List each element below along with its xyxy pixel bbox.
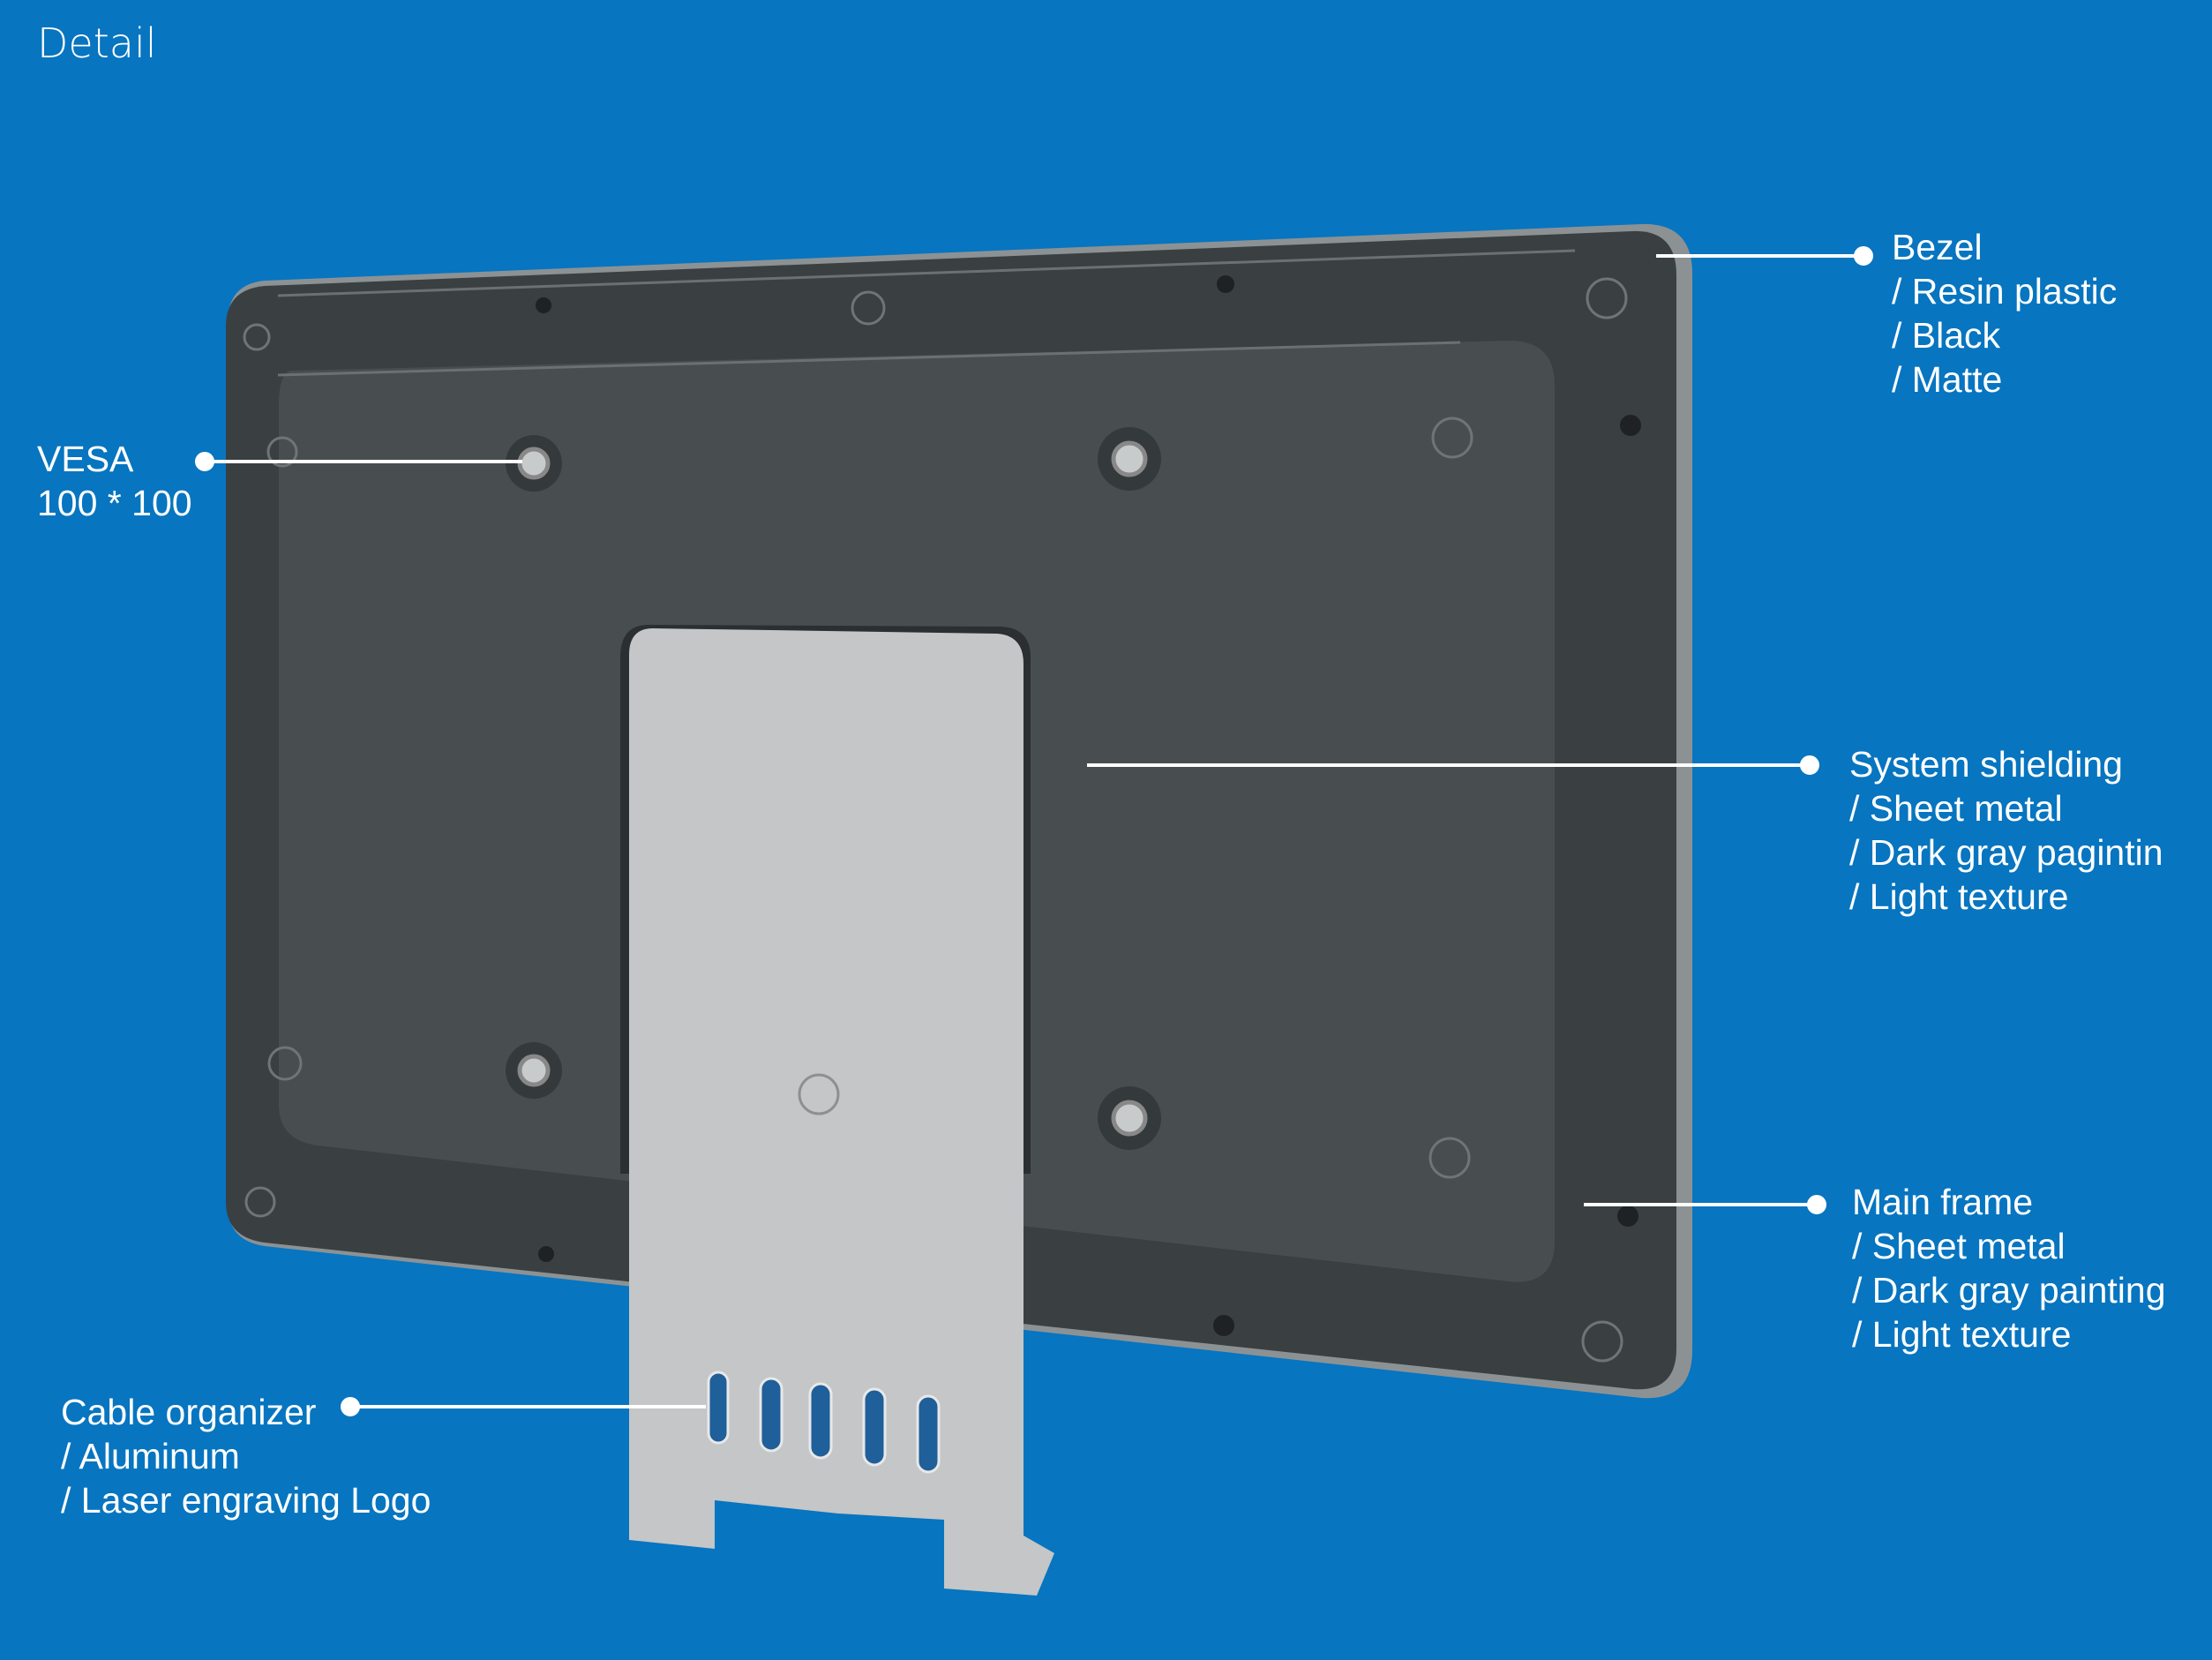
callout-line: / Matte: [1892, 359, 2003, 400]
callout-line: / Dark gray painting: [1852, 1270, 2166, 1311]
callout-text: intin: [2096, 832, 2163, 873]
callout-line: / Black: [1892, 315, 2001, 356]
vesa-mount-holes: [506, 427, 1161, 1150]
screw-icons: [243, 277, 1628, 1363]
callout-line: / Sheet metal: [1849, 788, 2063, 829]
callout-line: / Sheet metal: [1852, 1226, 2066, 1266]
cable-slots: [707, 1371, 941, 1474]
frame-edge-line: [277, 249, 1576, 297]
callout-line: 100 * 100: [37, 483, 192, 523]
callout-line: Main frame: [1852, 1182, 2034, 1222]
callout-text: / Dark gray pa: [1849, 832, 2077, 873]
callout-line: / Light texture: [1849, 876, 2069, 917]
callout-cable-organizer: Cable organizer / Aluminum / Laser engra…: [61, 1390, 431, 1522]
callout-line: VESA: [37, 439, 134, 479]
stray-glyph: g: [2076, 832, 2097, 873]
callout-line: / Laser engraving Logo: [61, 1480, 431, 1521]
callout-line: / Aluminum: [61, 1436, 240, 1476]
stand-logo-mark: [798, 1073, 840, 1115]
callout-line: Cable organizer: [61, 1392, 317, 1432]
callout-vesa: VESA 100 * 100: [37, 437, 192, 525]
callout-line: Bezel: [1892, 227, 1983, 267]
callout-bezel: Bezel / Resin plastic / Black / Matte: [1892, 225, 2117, 402]
callout-main-frame: Main frame / Sheet metal / Dark gray pai…: [1852, 1180, 2166, 1356]
callout-line: System shielding: [1849, 744, 2123, 785]
callout-line: / Dark gray pagintin: [1849, 830, 2163, 875]
cable-organizer-stand: [629, 628, 1054, 1596]
page-title: Detail: [37, 19, 157, 67]
callout-system-shielding: System shielding / Sheet metal / Dark gr…: [1849, 742, 2163, 919]
callout-line: / Resin plastic: [1892, 271, 2118, 312]
callout-leaders: [195, 246, 1873, 1416]
plate-edge-line: [277, 341, 1461, 377]
callout-line: / Light texture: [1852, 1314, 2072, 1355]
frame-holes: [536, 275, 1641, 1336]
